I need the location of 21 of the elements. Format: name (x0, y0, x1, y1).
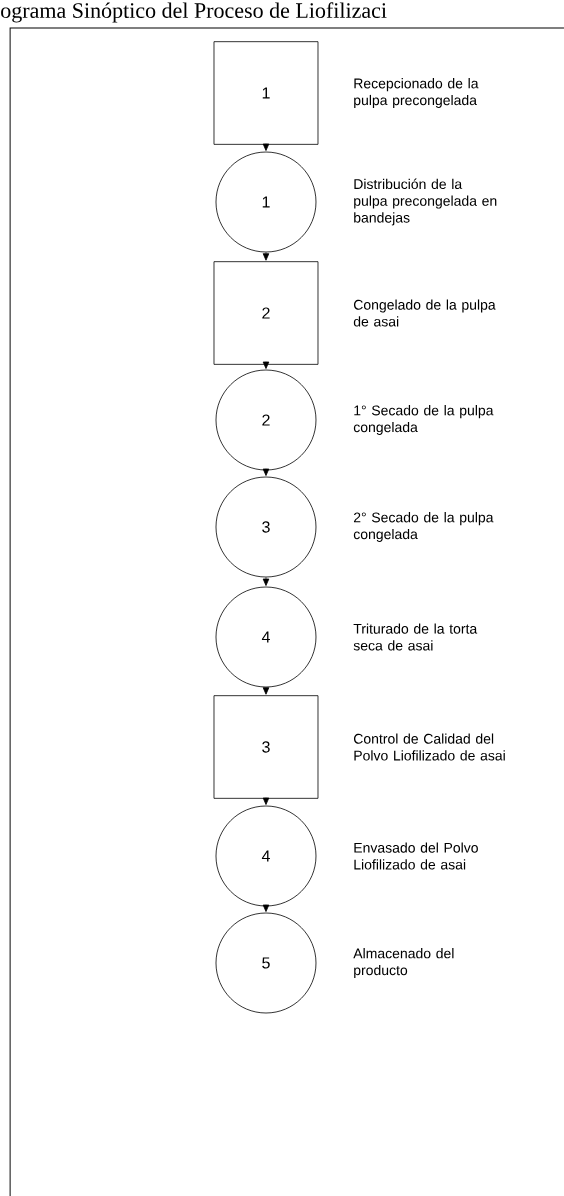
arrow (262, 468, 270, 476)
arrow (262, 904, 270, 912)
arrow (262, 687, 270, 695)
step-description: Almacenado del producto (353, 948, 454, 978)
step-description: 1° Secado de la pulpa congelada (353, 405, 494, 435)
operation-box: 1 (213, 41, 319, 145)
arrow (262, 361, 270, 369)
step-description: Distribución de la pulpa precongelada en bandejas (354, 178, 497, 226)
arrow (262, 577, 270, 586)
arrow (262, 252, 270, 261)
step-description: Congelado de la pulpa de asai (353, 299, 496, 327)
operation-box: 2 (213, 261, 319, 365)
arrow (262, 143, 270, 151)
arrow (262, 797, 270, 805)
step-description: Envasado del Polvo Liofilizado de asai (354, 842, 478, 870)
step-description: Recepcionado de la pulpa precongelada (354, 78, 479, 108)
step-description: 2° Secado de la pulpa congelada (353, 512, 494, 542)
operation-box: 3 (213, 695, 319, 799)
step-description: Control de Calidad del Polvo Liofilizado de asai (353, 733, 505, 761)
title: ograma Sinóptico del Proceso de Liofilizaci (1, 2, 387, 23)
step-description: Triturado de la torta seca de asai (353, 623, 478, 651)
